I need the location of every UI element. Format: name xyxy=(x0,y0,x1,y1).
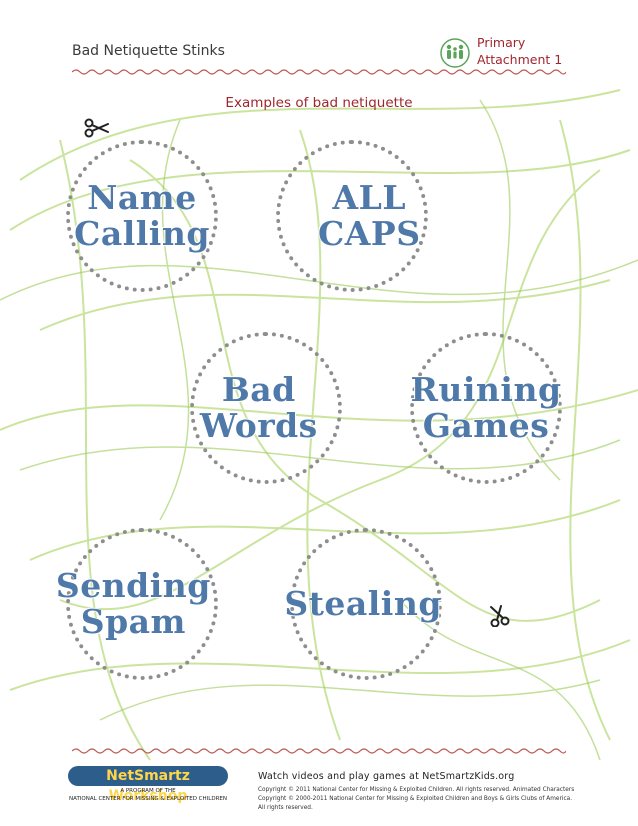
circle-label: Name Calling xyxy=(74,180,210,252)
label-line: Games xyxy=(422,406,550,445)
footer-copyright: Copyright © 2011 National Center for Mis… xyxy=(258,787,575,811)
label-line: Ruining xyxy=(410,370,562,409)
level-text: Primary xyxy=(477,35,526,50)
attachment-text: Attachment 1 xyxy=(477,52,563,67)
header-divider xyxy=(72,69,566,75)
family-icon xyxy=(440,38,470,68)
circle-label: Bad Words xyxy=(200,372,318,444)
circle-name-calling: Name Calling xyxy=(66,140,218,292)
label-line: CAPS xyxy=(318,214,421,253)
label-line: Sending xyxy=(55,566,211,605)
footer-divider xyxy=(72,748,566,754)
label-line: Stealing xyxy=(284,584,442,623)
label-line: Name xyxy=(87,178,197,217)
subtitle: Examples of bad netiquette xyxy=(225,95,413,111)
netsmartz-logo: NetSmartz Workshop A PROGRAM OF THE NATI… xyxy=(68,766,228,810)
circle-stealing: Stealing xyxy=(284,528,442,680)
circle-ruining-games: Ruining Games xyxy=(410,332,562,484)
circle-label: ALL CAPS xyxy=(318,180,421,252)
scissors-icon xyxy=(490,605,510,627)
circle-bad-words: Bad Words xyxy=(190,332,342,484)
label-line: Bad xyxy=(221,370,296,409)
circle-label: Stealing xyxy=(284,586,442,622)
circle-label: Ruining Games xyxy=(410,372,561,444)
label-line: Spam xyxy=(80,602,186,641)
logo-org-text: NATIONAL CENTER FOR MISSING & EXPLOITED … xyxy=(69,796,227,802)
grade-level-label: Primary Attachment 1 xyxy=(477,34,562,68)
logo-title: NetSmartz Workshop xyxy=(68,766,228,804)
footer-watch-text: Watch videos and play games at NetSmartz… xyxy=(258,771,515,782)
logo-program-text: A PROGRAM OF THE xyxy=(120,788,176,794)
page-title: Bad Netiquette Stinks xyxy=(72,43,225,59)
label-line: Calling xyxy=(74,214,210,253)
circle-sending-spam: Sending Spam xyxy=(56,528,218,680)
scissors-icon xyxy=(84,118,109,138)
label-line: ALL xyxy=(332,178,407,217)
circle-label: Sending Spam xyxy=(56,568,211,640)
label-line: Words xyxy=(199,406,318,445)
circle-all-caps: ALL CAPS xyxy=(276,140,428,292)
